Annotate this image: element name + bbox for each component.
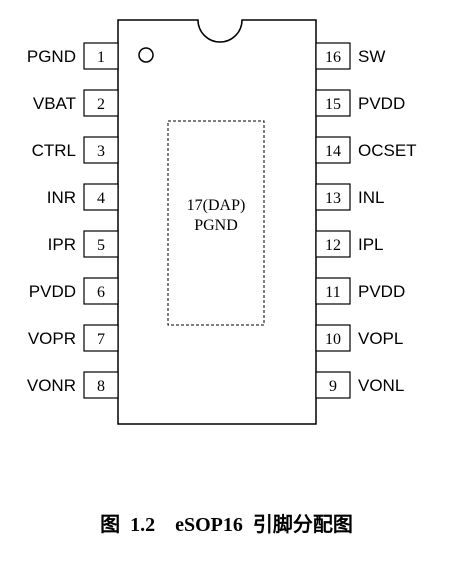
right-pin-number: 14 xyxy=(325,143,341,160)
left-pin-box xyxy=(83,371,119,399)
right-pin-box xyxy=(315,42,351,70)
right-pin-box xyxy=(315,371,351,399)
left-pin-name: VONR xyxy=(27,376,76,395)
right-pin-number: 12 xyxy=(325,237,341,254)
left-pin-name: PGND xyxy=(27,47,76,66)
right-pin-name: SW xyxy=(358,47,385,66)
left-pin-number: 5 xyxy=(97,237,105,254)
left-pin-box xyxy=(83,183,119,211)
left-pin-box xyxy=(83,277,119,305)
left-pin-name: CTRL xyxy=(32,141,76,160)
right-pin-number: 16 xyxy=(325,49,341,66)
left-pin-number: 7 xyxy=(97,331,105,348)
pin1-marker xyxy=(138,47,154,63)
left-pin-number: 3 xyxy=(97,143,105,160)
left-pin-number: 1 xyxy=(97,49,105,66)
left-pin-box xyxy=(83,136,119,164)
left-pin-box xyxy=(83,324,119,352)
left-pin-number: 2 xyxy=(97,96,105,113)
dap-label-line2: PGND xyxy=(194,217,238,234)
left-pin-name: PVDD xyxy=(29,282,76,301)
dap-pad xyxy=(167,120,265,326)
right-pin-box xyxy=(315,136,351,164)
right-pin-name: PVDD xyxy=(358,94,405,113)
left-pin-number: 4 xyxy=(97,190,105,207)
left-pin-box xyxy=(83,230,119,258)
right-pin-box xyxy=(315,324,351,352)
right-pin-number: 11 xyxy=(325,284,340,301)
left-pin-number: 6 xyxy=(97,284,105,301)
right-pin-name: IPL xyxy=(358,235,384,254)
left-pin-name: VBAT xyxy=(33,94,76,113)
left-pin-box xyxy=(83,42,119,70)
right-pin-box xyxy=(315,183,351,211)
right-pin-box xyxy=(315,89,351,117)
left-pin-number: 8 xyxy=(97,378,105,395)
right-pin-number: 15 xyxy=(325,96,341,113)
dap-label-line1: 17(DAP) xyxy=(187,197,246,214)
right-pin-name: OCSET xyxy=(358,141,417,160)
left-pin-name: VOPR xyxy=(28,329,76,348)
right-pin-number: 9 xyxy=(329,378,337,395)
left-pin-name: INR xyxy=(47,188,76,207)
right-pin-name: VONL xyxy=(358,376,404,395)
pin-group: 1PGND2VBAT3CTRL4INR5IPR6PVDD7VOPR8VONR16… xyxy=(27,42,417,399)
right-pin-name: PVDD xyxy=(358,282,405,301)
left-pin-name: IPR xyxy=(48,235,76,254)
right-pin-box xyxy=(315,277,351,305)
figure-caption: 图 1.2 eSOP16 引脚分配图 xyxy=(100,514,353,536)
right-pin-number: 10 xyxy=(325,331,341,348)
left-pin-box xyxy=(83,89,119,117)
right-pin-box xyxy=(315,230,351,258)
right-pin-name: VOPL xyxy=(358,329,403,348)
right-pin-name: INL xyxy=(358,188,384,207)
right-pin-number: 13 xyxy=(325,190,341,207)
